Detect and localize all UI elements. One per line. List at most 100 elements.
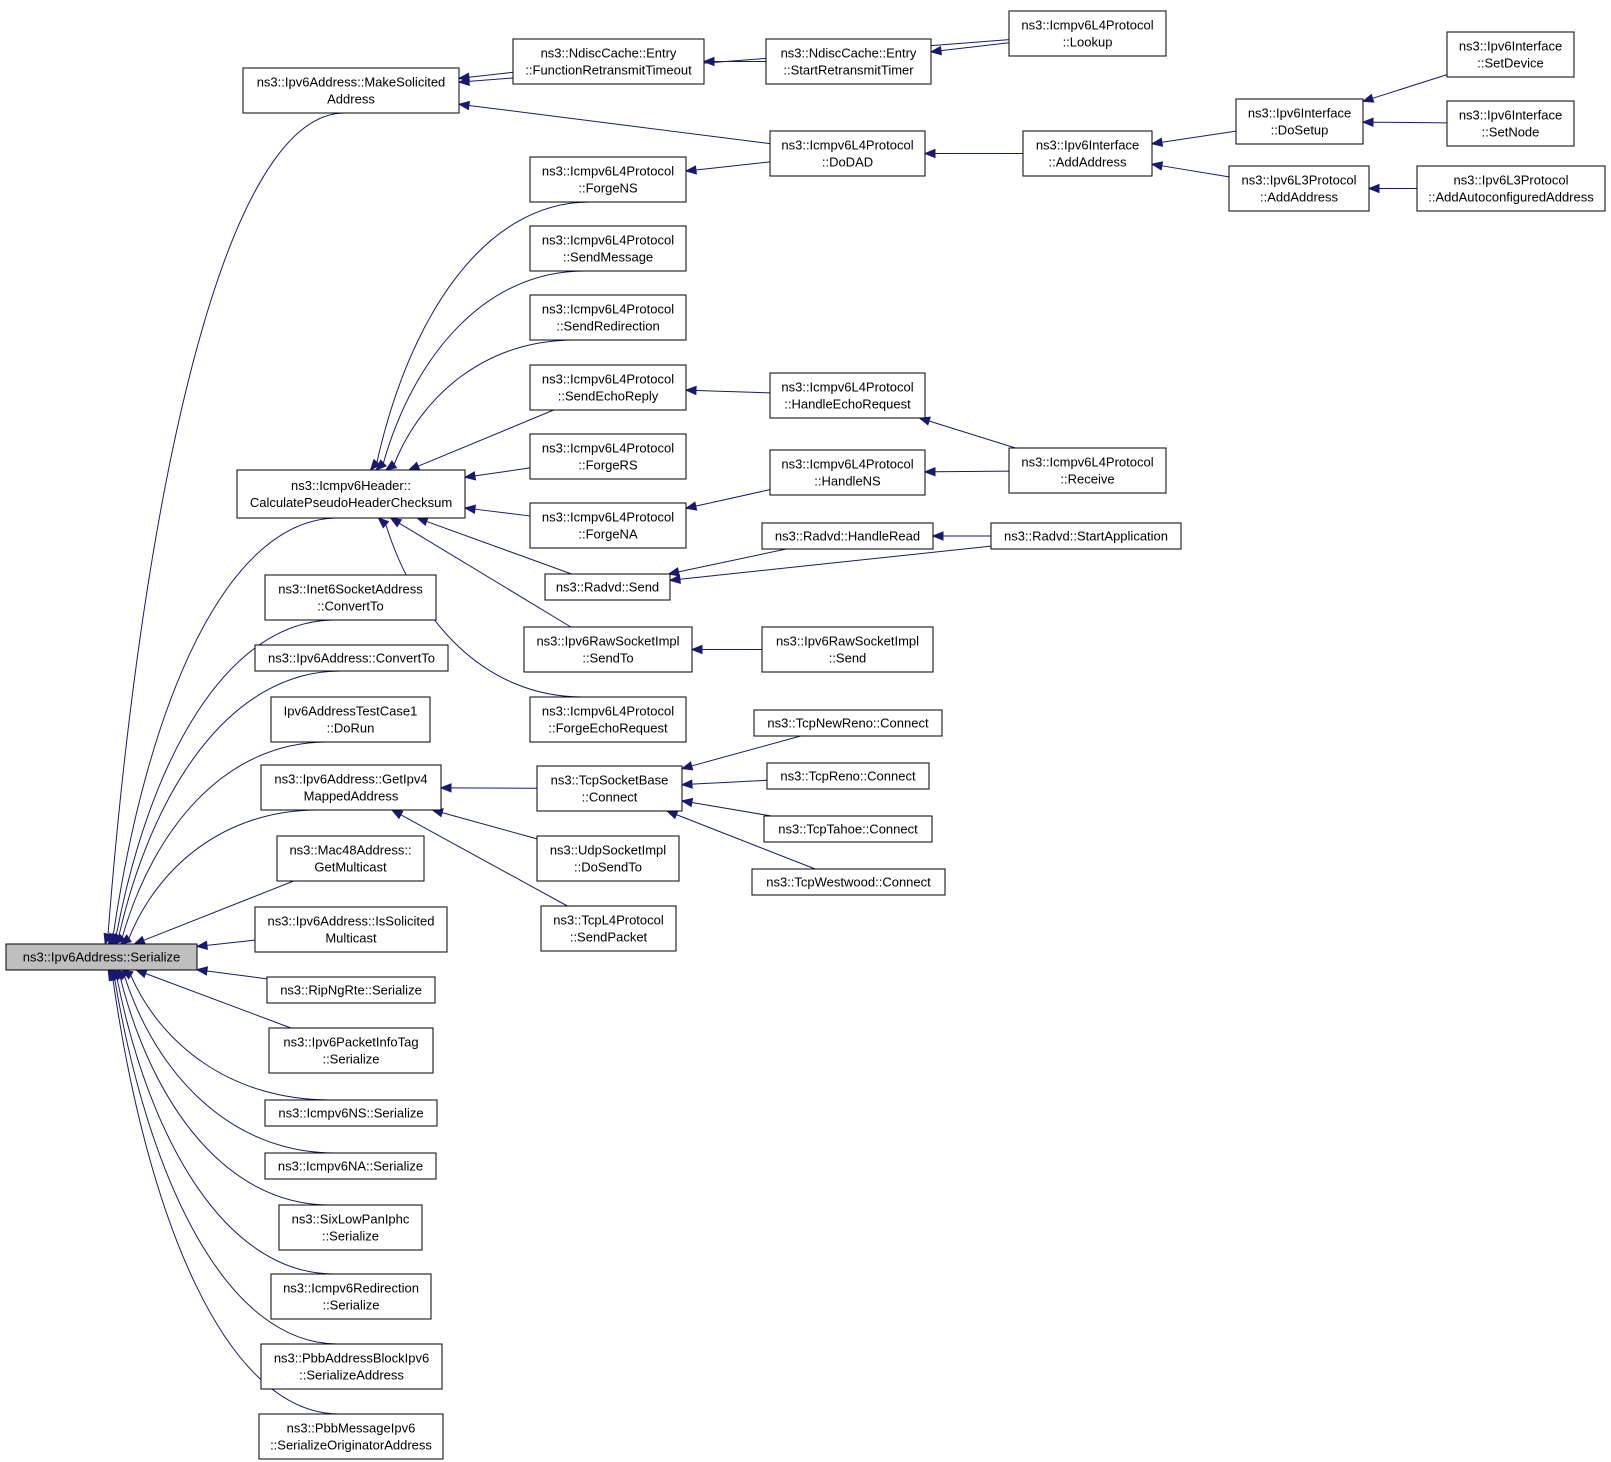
edge-receive-to-handleEchoRequest (918, 416, 1016, 449)
node-label-line: ns3::TcpWestwood::Connect (766, 875, 931, 890)
edge-sendEchoReply-to-calcPseudo (407, 409, 554, 471)
node-label-line: ns3::Inet6SocketAddress (278, 582, 423, 597)
arrowhead-icon (389, 517, 403, 528)
node-ipv6ConvertTo[interactable]: ns3::Ipv6Address::ConvertTo (254, 644, 449, 672)
node-rawSend[interactable]: ns3::Ipv6RawSocketImpl::Send (761, 626, 934, 673)
node-label-line: ::Serialize (322, 1052, 379, 1067)
node-sendMessage[interactable]: ns3::Icmpv6L4Protocol::SendMessage (529, 225, 687, 272)
arrowhead-icon (665, 810, 679, 820)
node-lookup[interactable]: ns3::Icmpv6L4Protocol::Lookup (1008, 10, 1167, 57)
arrowhead-icon (684, 165, 697, 175)
node-mac48GetMulticast[interactable]: ns3::Mac48Address::GetMulticast (276, 835, 425, 882)
node-label-line: ::AddAutoconfiguredAddress (1428, 190, 1594, 205)
node-doDAD[interactable]: ns3::Icmpv6L4Protocol::DoDAD (769, 130, 926, 177)
node-calcPseudo[interactable]: ns3::Icmpv6Header::CalculatePseudoHeader… (236, 469, 466, 519)
node-tcpTahoe[interactable]: ns3::TcpTahoe::Connect (763, 815, 933, 843)
node-tcpL4SendPacket[interactable]: ns3::TcpL4Protocol::SendPacket (540, 905, 677, 952)
node-label-line: ::Lookup (1063, 35, 1113, 50)
node-tcpSocketConnect[interactable]: ns3::TcpSocketBase::Connect (536, 765, 683, 812)
node-receive[interactable]: ns3::Icmpv6L4Protocol::Receive (1008, 447, 1167, 494)
node-box (761, 522, 934, 550)
arrowhead-icon (684, 501, 698, 511)
node-ifaceSetNode[interactable]: ns3::Ipv6Interface::SetNode (1446, 100, 1575, 147)
node-label-line: ::ForgeRS (578, 458, 638, 473)
node-layer: ns3::Ipv6Address::Serialize ns3::Ipv6Addr… (5, 10, 1606, 1460)
node-testCaseDoRun[interactable]: Ipv6AddressTestCase1::DoRun (270, 696, 431, 743)
node-label-line: ns3::Radvd::HandleRead (775, 529, 920, 544)
edge-tcpReno-to-tcpSocketConnect (680, 779, 768, 789)
node-serialize[interactable]: ns3::Ipv6Address::Serialize (5, 943, 198, 971)
node-label-line: ::AddAddress (1260, 190, 1339, 205)
edge-receive-to-handleNS (923, 467, 1010, 477)
node-label-line: ns3::Ipv6Address::Serialize (23, 950, 181, 965)
node-tcpNewReno[interactable]: ns3::TcpNewReno::Connect (753, 709, 943, 737)
node-addAutoconf[interactable]: ns3::Ipv6L3Protocol::AddAutoconfiguredAd… (1416, 165, 1606, 212)
node-box (763, 815, 933, 843)
node-box (264, 1099, 438, 1127)
node-sixLowPan[interactable]: ns3::SixLowPanIphc::Serialize (278, 1204, 423, 1251)
node-label-line: MappedAddress (304, 789, 399, 804)
node-label-line: ns3::Icmpv6L4Protocol (542, 233, 674, 248)
node-label-line: ns3::RipNgRte::Serialize (280, 983, 422, 998)
node-handleNS[interactable]: ns3::Icmpv6L4Protocol::HandleNS (769, 449, 926, 496)
node-box (1446, 31, 1575, 78)
node-icmpNS[interactable]: ns3::Icmpv6NS::Serialize (264, 1099, 438, 1127)
arrowhead-icon (439, 783, 452, 793)
node-box (536, 765, 683, 812)
node-ifaceAddAddress[interactable]: ns3::Ipv6Interface::AddAddress (1022, 130, 1153, 177)
node-label-line: ns3::Ipv6Interface (1459, 108, 1562, 123)
node-pbbMessage[interactable]: ns3::PbbMessageIpv6::SerializeOriginator… (258, 1413, 444, 1460)
node-forgeEchoRequest[interactable]: ns3::Icmpv6L4Protocol::ForgeEchoRequest (529, 696, 687, 743)
node-tcpReno[interactable]: ns3::TcpReno::Connect (766, 762, 930, 790)
node-box (529, 433, 687, 480)
node-ndiscFuncRetransmit[interactable]: ns3::NdiscCache::Entry::FunctionRetransm… (512, 38, 705, 85)
node-forgeNS[interactable]: ns3::Icmpv6L4Protocol::ForgeNS (529, 156, 687, 203)
node-label-line: ::Connect (582, 790, 638, 805)
node-ndiscStartRetransmit[interactable]: ns3::NdiscCache::Entry::StartRetransmitT… (765, 38, 932, 85)
arrowhead-icon (463, 504, 476, 514)
edge-ndiscStartRetransmit-to-ndiscFuncRetransmit (702, 56, 766, 67)
node-inet6ConvertTo[interactable]: ns3::Inet6SocketAddress::ConvertTo (264, 574, 437, 621)
node-label-line: ns3::Icmpv6L4Protocol (781, 138, 913, 153)
node-radvdSend[interactable]: ns3::Radvd::Send (544, 573, 671, 601)
node-udpDoSendTo[interactable]: ns3::UdpSocketImpl::DoSendTo (536, 835, 680, 882)
node-label-line: Multicast (325, 931, 377, 946)
node-radvdHandleRead[interactable]: ns3::Radvd::HandleRead (761, 522, 934, 550)
node-radvdStartApp[interactable]: ns3::Radvd::StartApplication (990, 522, 1182, 550)
node-label-line: ns3::Ipv6RawSocketImpl (536, 634, 679, 649)
node-box (540, 905, 677, 952)
node-icmpRedirection[interactable]: ns3::Icmpv6Redirection::Serialize (270, 1273, 432, 1320)
node-tcpWestwood[interactable]: ns3::TcpWestwood::Connect (751, 868, 946, 896)
node-ripNgRte[interactable]: ns3::RipNgRte::Serialize (266, 976, 436, 1004)
node-handleEchoRequest[interactable]: ns3::Icmpv6L4Protocol::HandleEchoRequest (769, 372, 926, 419)
edge-radvdHandleRead-to-radvdSend (667, 548, 787, 577)
node-box (761, 626, 934, 673)
node-ifaceDoSetup[interactable]: ns3::Ipv6Interface::DoSetup (1235, 98, 1364, 145)
node-label-line: ns3::Radvd::StartApplication (1004, 529, 1168, 544)
arrowhead-icon (390, 809, 404, 820)
node-ifaceSetDevice[interactable]: ns3::Ipv6Interface::SetDevice (1446, 31, 1575, 78)
arrowhead-icon (680, 797, 694, 808)
node-label-line: ns3::NdiscCache::Entry (781, 46, 917, 61)
node-pktInfoTag[interactable]: ns3::Ipv6PacketInfoTag::Serialize (268, 1027, 434, 1074)
arrowhead-icon (107, 968, 118, 982)
node-label-line: ns3::Ipv6L3Protocol (1242, 173, 1357, 188)
node-box (254, 644, 449, 672)
node-forgeNA[interactable]: ns3::Icmpv6L4Protocol::ForgeNA (529, 502, 687, 549)
arrowhead-icon (667, 567, 680, 577)
node-box (5, 943, 198, 971)
node-icmpNA[interactable]: ns3::Icmpv6NA::Serialize (264, 1152, 437, 1180)
arrowhead-icon (929, 45, 942, 56)
node-forgeRS[interactable]: ns3::Icmpv6L4Protocol::ForgeRS (529, 433, 687, 480)
edge-tcpL4SendPacket-to-getIpv4Mapped (390, 809, 568, 907)
edge-makeSolicited-to-serialize (103, 112, 345, 946)
node-l3AddAddress[interactable]: ns3::Ipv6L3Protocol::AddAddress (1228, 165, 1370, 212)
node-sendEchoReply[interactable]: ns3::Icmpv6L4Protocol::SendEchoReply (529, 364, 687, 411)
node-pbbAddrBlock[interactable]: ns3::PbbAddressBlockIpv6::SerializeAddre… (260, 1343, 443, 1390)
node-sendRedirection[interactable]: ns3::Icmpv6L4Protocol::SendRedirection (529, 294, 687, 341)
node-rawSendTo[interactable]: ns3::Ipv6RawSocketImpl::SendTo (523, 626, 693, 673)
node-box (258, 1413, 444, 1460)
